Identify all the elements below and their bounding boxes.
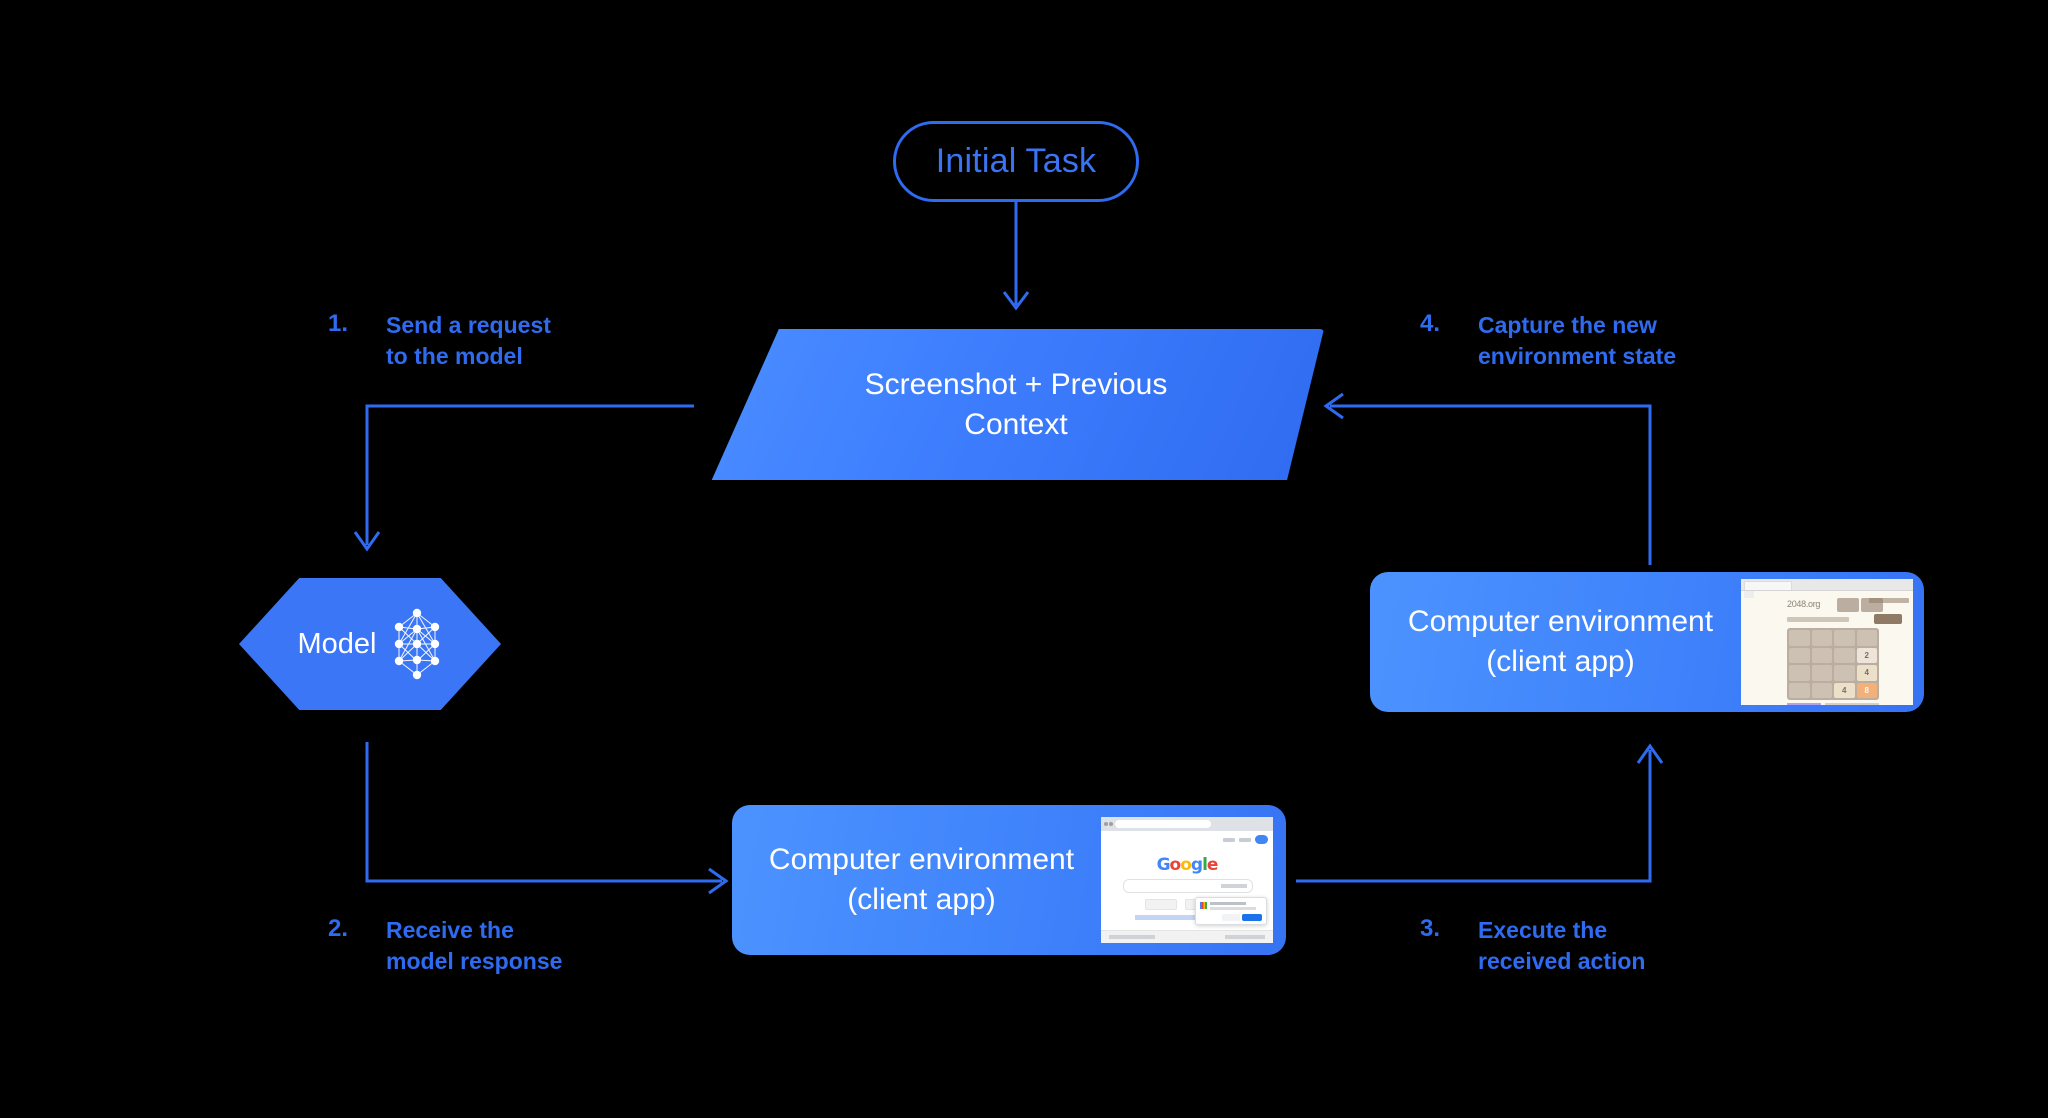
tile (1811, 647, 1832, 663)
address-bar[interactable] (1115, 820, 1211, 828)
game-title: 2048.org (1787, 599, 1821, 609)
tile (1789, 630, 1810, 646)
step-3-text: Execute the received action (1478, 917, 1646, 975)
env-bottom-line2: (client app) (847, 883, 996, 916)
model-node: Model (239, 578, 501, 710)
step-4-text: Capture the new environment state (1478, 312, 1677, 370)
nav-back-icon (1104, 822, 1108, 826)
tile (1834, 647, 1855, 663)
step-3-number: 3. (1420, 915, 1441, 942)
context-node-line2: Context (964, 407, 1068, 441)
context-node-text: Screenshot + Previous Context (708, 329, 1324, 480)
footer-text (1825, 703, 1879, 705)
tile (1856, 630, 1877, 646)
google-search-button[interactable] (1145, 899, 1177, 910)
step-4-number: 4. (1420, 310, 1441, 337)
connector-context-to-model (365, 404, 694, 545)
context-node-shape (711, 329, 1324, 480)
score-caption (1869, 598, 1909, 603)
footer-link[interactable] (1787, 703, 1821, 705)
google-footer (1101, 930, 1273, 943)
context-node: Screenshot + Previous Context (708, 329, 1324, 480)
tile (1811, 665, 1832, 681)
tile (1789, 665, 1810, 681)
dialog-cancel-button[interactable] (1222, 914, 1240, 921)
browser-tab (1744, 581, 1792, 590)
step-1-number: 1. (328, 310, 349, 337)
tile (1789, 647, 1810, 663)
arrowhead-down-task (1002, 291, 1030, 311)
step-2-number: 2. (328, 915, 349, 942)
step-1-text: Send a request to the model (386, 312, 551, 370)
gmail-link[interactable] (1223, 837, 1235, 842)
arrowhead-right-env-bottom (708, 867, 729, 895)
tile (1834, 630, 1855, 646)
tile (1811, 682, 1832, 698)
tile (1789, 682, 1810, 698)
game-instructions (1787, 617, 1849, 622)
signin-dialog (1195, 897, 1267, 925)
search-icons (1221, 884, 1247, 888)
score-box (1837, 598, 1859, 612)
model-node-shape (239, 578, 501, 710)
tile (1834, 665, 1855, 681)
arrowhead-left-context (1323, 392, 1344, 420)
images-link[interactable] (1239, 837, 1251, 842)
footer-links-right[interactable] (1225, 935, 1265, 939)
initial-task-node: Initial Task (893, 121, 1139, 202)
neural-network-icon (391, 607, 443, 681)
step-1: 1. Send a request to the model (328, 310, 551, 372)
tile (1811, 630, 1832, 646)
language-links[interactable] (1135, 915, 1239, 920)
env-bottom-line1: Computer environment (768, 843, 1075, 877)
step-2-text: Receive the model response (386, 917, 563, 975)
new-game-button[interactable] (1874, 614, 1902, 624)
tile: 4 (1856, 665, 1877, 681)
browser-chrome (1101, 817, 1273, 831)
step-3: 3. Execute the received action (1420, 915, 1645, 977)
game-grid: 2 4 4 8 (1787, 628, 1879, 700)
env-right-label: Computer environment (client app) (1370, 602, 1741, 682)
tile: 4 (1834, 682, 1855, 698)
connector-env-bottom-to-env-right (1296, 750, 1652, 883)
dialog-body (1210, 907, 1256, 910)
connector-env-right-to-context (1330, 404, 1652, 565)
model-node-label: Model (297, 627, 377, 660)
avatar[interactable] (1255, 835, 1268, 844)
address-bar (1744, 591, 1754, 598)
env-bottom-label: Computer environment (client app) (732, 840, 1101, 920)
tile: 8 (1856, 682, 1877, 698)
dialog-title (1210, 902, 1246, 905)
footer-links-left[interactable] (1109, 935, 1155, 939)
connector-model-to-env-bottom (365, 742, 722, 883)
search-input[interactable] (1123, 879, 1253, 893)
env-right-line1: Computer environment (1407, 605, 1714, 639)
dialog-confirm-button[interactable] (1242, 914, 1262, 921)
nav-forward-icon (1109, 822, 1113, 826)
arrowhead-up-env-right (1636, 743, 1664, 764)
initial-task-label: Initial Task (935, 142, 1097, 180)
env-right-node: Computer environment (client app) 2048.o… (1370, 572, 1924, 712)
google-icon (1200, 902, 1207, 909)
env-right-thumbnail: 2048.org 2 4 (1741, 579, 1913, 705)
env-right-line2: (client app) (1486, 645, 1635, 678)
arrowhead-down-model (353, 531, 381, 552)
step-2: 2. Receive the model response (328, 915, 562, 977)
step-4: 4. Capture the new environment state (1420, 310, 1676, 372)
google-topbar (1223, 835, 1268, 844)
tile: 2 (1856, 647, 1877, 663)
context-node-line1: Screenshot + Previous (864, 367, 1168, 401)
